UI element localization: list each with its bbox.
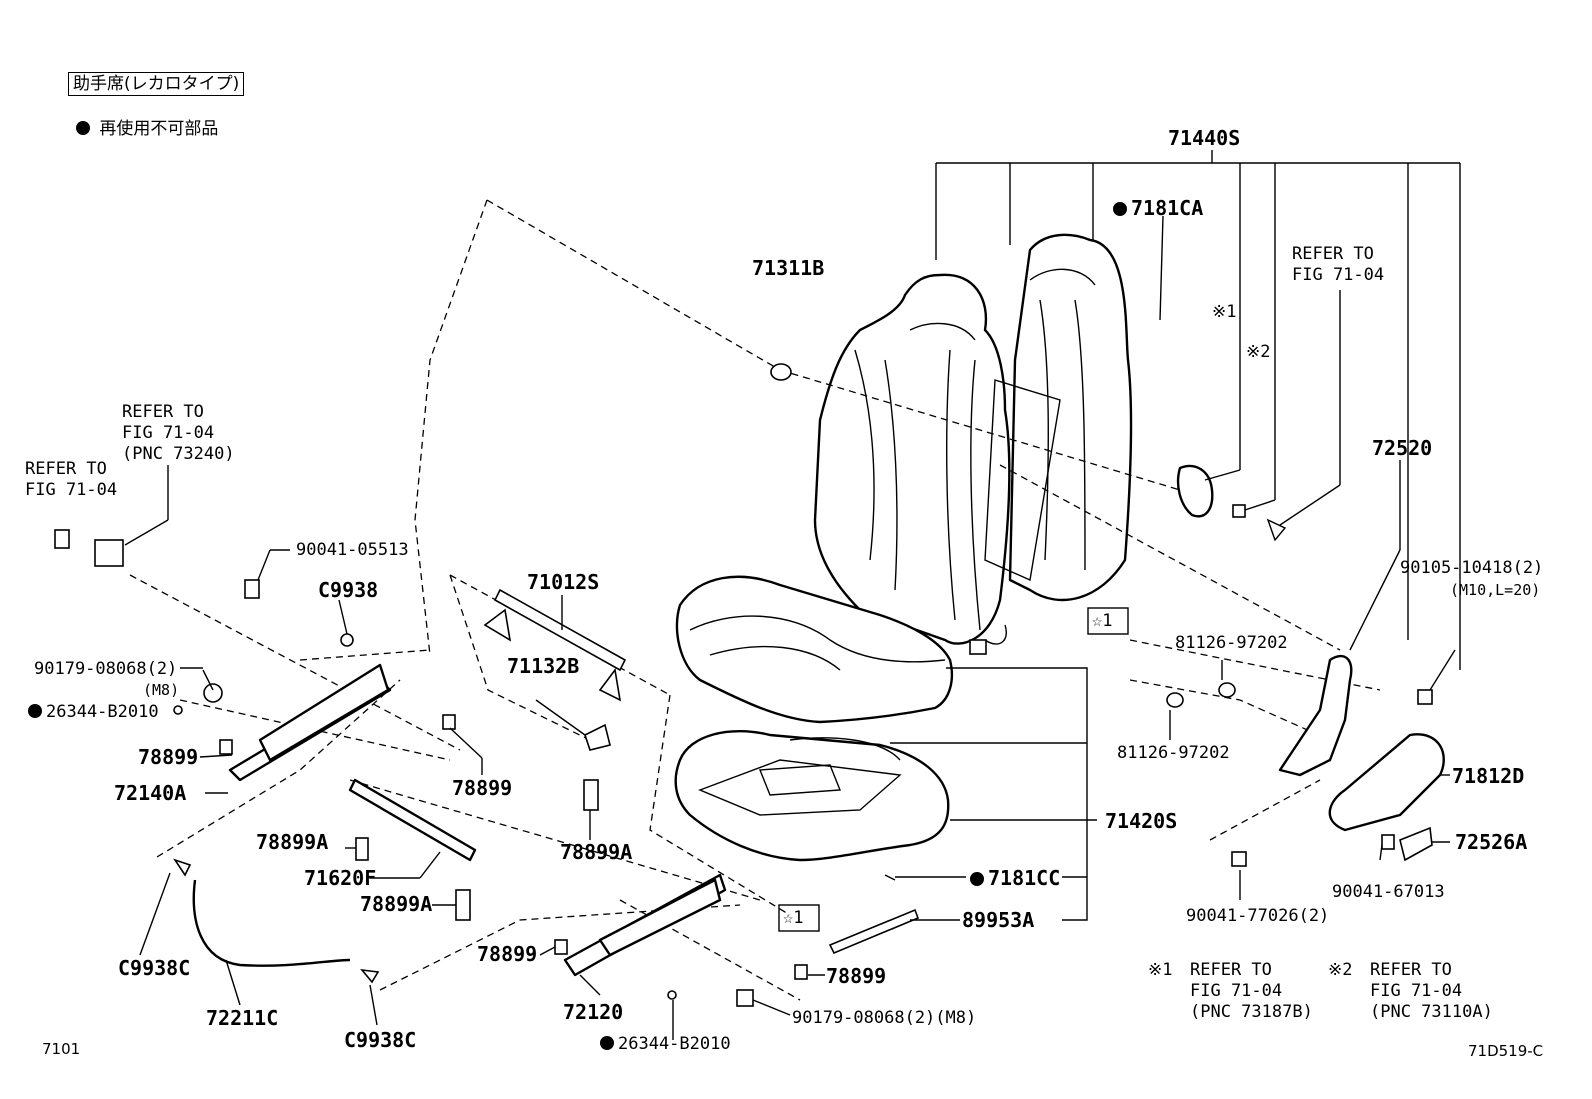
assembly-dashed-lines — [129, 199, 1381, 1001]
label-71440S[interactable]: 71440S — [1168, 126, 1241, 150]
label-89953A[interactable]: 89953A — [962, 908, 1035, 932]
label-71012S[interactable]: 71012S — [527, 570, 600, 594]
label-90179-08068-bottom[interactable]: 90179-08068(2)(M8) — [792, 1008, 977, 1028]
label-78899-br[interactable]: 78899 — [826, 964, 887, 988]
star-bottom: ☆1 — [783, 908, 804, 928]
non-reusable-dot-icon — [28, 704, 42, 718]
footer-left-code: 7101 — [42, 1040, 81, 1058]
label-81126-97202-a[interactable]: 81126-97202 — [1175, 633, 1288, 653]
label-71132B[interactable]: 71132B — [507, 654, 580, 678]
label-90179-08068-left[interactable]: 90179-08068(2) — [34, 659, 178, 679]
note1-line1: REFER TO — [1190, 960, 1272, 980]
label-90105-sub: (M10,L=20) — [1450, 581, 1541, 599]
label-90105-10418[interactable]: 90105-10418(2) — [1400, 558, 1544, 578]
star-right: ☆1 — [1092, 611, 1113, 631]
non-reusable-dot-icon — [76, 121, 90, 135]
label-71311B[interactable]: 71311B — [752, 256, 825, 280]
label-71420S[interactable]: 71420S — [1105, 809, 1178, 833]
label-78899-bm[interactable]: 78899 — [477, 942, 538, 966]
note2-mark: ※2 — [1328, 960, 1353, 980]
label-C9938[interactable]: C9938 — [318, 578, 379, 602]
label-72120[interactable]: 72120 — [563, 1000, 624, 1024]
note2-line3: (PNC 73110A) — [1370, 1002, 1493, 1022]
label-78899-mid[interactable]: 78899 — [452, 776, 513, 800]
star-box-right — [1087, 607, 1129, 635]
refer-top-1: REFER TO — [1292, 244, 1374, 264]
label-78899A-mid[interactable]: 78899A — [560, 840, 633, 864]
mark-1: ※1 — [1212, 302, 1237, 322]
label-C9938C-b[interactable]: C9938C — [344, 1028, 417, 1052]
label-78899A-a[interactable]: 78899A — [256, 830, 329, 854]
label-90041-77026[interactable]: 90041-77026(2) — [1186, 906, 1330, 926]
refer-left1-3: (PNC 73240) — [122, 444, 235, 464]
label-71620F[interactable]: 71620F — [304, 866, 377, 890]
refer-left2-1: REFER TO — [25, 459, 107, 479]
label-90041-05513[interactable]: 90041-05513 — [296, 540, 409, 560]
label-26344-B2010-bottom[interactable]: 26344-B2010 — [600, 1034, 731, 1054]
label-78899A-b[interactable]: 78899A — [360, 892, 433, 916]
label-90041-67013[interactable]: 90041-67013 — [1332, 882, 1445, 902]
leader-71440S — [935, 150, 1461, 670]
title-box: 助手席(レカロタイプ) — [68, 72, 245, 96]
note2-line2: FIG 71-04 — [1370, 981, 1463, 1001]
small-parts — [54, 363, 1445, 1007]
non-reusable-dot-icon — [600, 1036, 614, 1050]
refer-left2-2: FIG 71-04 — [25, 480, 118, 500]
seat-back — [813, 233, 1133, 655]
label-71812D[interactable]: 71812D — [1452, 764, 1525, 788]
note2-line1: REFER TO — [1370, 960, 1452, 980]
leader-lines — [124, 215, 1456, 1040]
note1-mark: ※1 — [1148, 960, 1173, 980]
legend-text: 再使用不可部品 — [99, 119, 219, 139]
note1-line2: FIG 71-04 — [1190, 981, 1283, 1001]
label-C9938C-a[interactable]: C9938C — [118, 956, 191, 980]
star-box-bottom — [778, 904, 820, 932]
label-72520[interactable]: 72520 — [1372, 436, 1433, 460]
label-72526A[interactable]: 72526A — [1455, 830, 1528, 854]
note1-line3: (PNC 73187B) — [1190, 1002, 1313, 1022]
label-7181CA[interactable]: 7181CA — [1113, 198, 1203, 218]
label-78899-left[interactable]: 78899 — [138, 745, 199, 769]
label-81126-97202-b[interactable]: 81126-97202 — [1117, 743, 1230, 763]
label-90179-left-sub: (M8) — [143, 681, 180, 699]
label-72140A[interactable]: 72140A — [114, 781, 187, 805]
mark-2: ※2 — [1246, 342, 1271, 362]
label-26344-B2010-left[interactable]: 26344-B2010 — [28, 702, 159, 722]
label-72211C[interactable]: 72211C — [206, 1006, 279, 1030]
non-reusable-dot-icon — [1113, 202, 1127, 216]
footer-right-code: 71D519-C — [1468, 1042, 1544, 1060]
seat-pad — [674, 729, 950, 862]
non-reusable-dot-icon — [970, 872, 984, 886]
refer-left1-2: FIG 71-04 — [122, 423, 215, 443]
refer-left1-1: REFER TO — [122, 402, 204, 422]
seat-cushion — [675, 575, 954, 724]
refer-top-2: FIG 71-04 — [1292, 265, 1385, 285]
label-7181CC[interactable]: 7181CC — [970, 868, 1060, 888]
legend: 再使用不可部品 — [76, 114, 218, 139]
